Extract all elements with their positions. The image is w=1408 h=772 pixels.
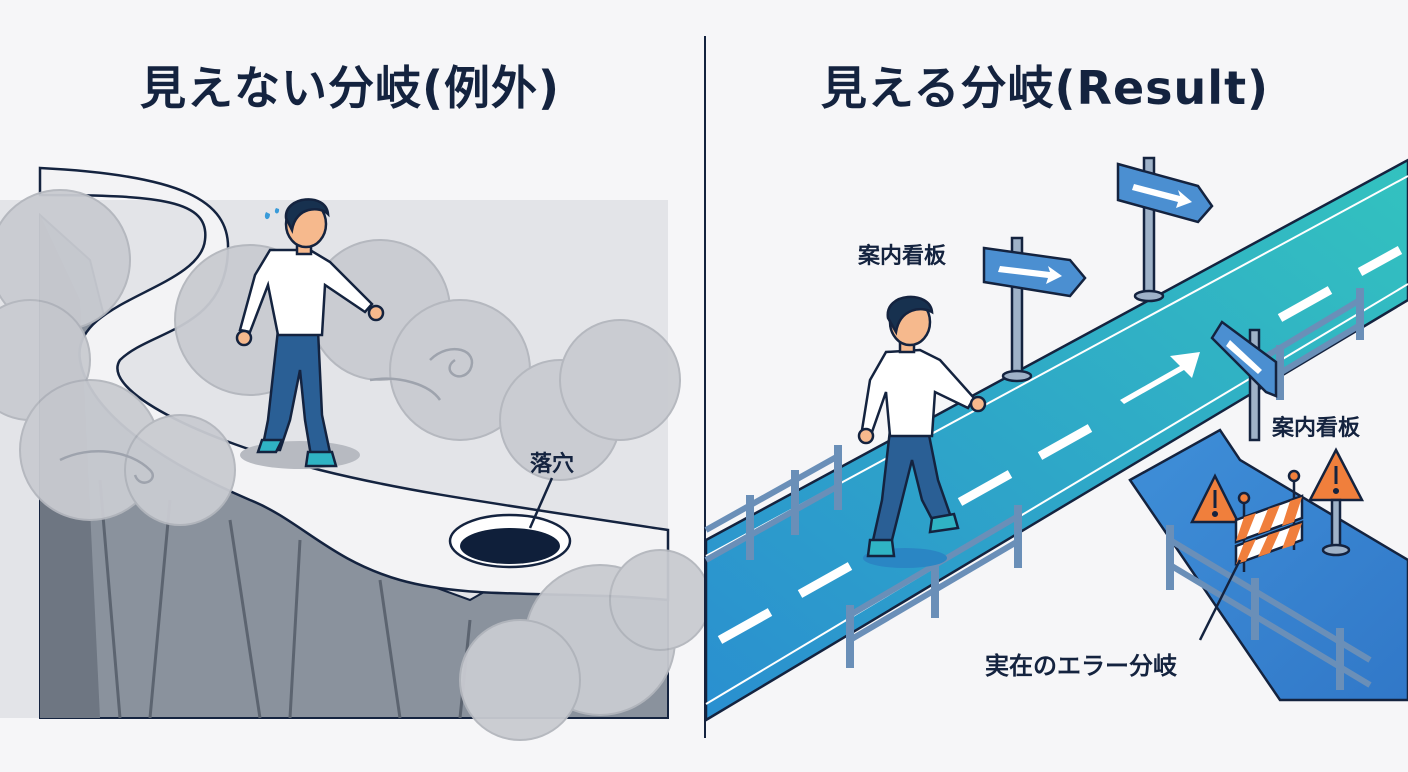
- road-edge-bottom: [705, 283, 1408, 705]
- fences: [704, 288, 1372, 690]
- wind-swirls: [59, 347, 474, 484]
- hole-label: 落穴: [530, 452, 575, 477]
- barricade: [1234, 469, 1304, 572]
- error-branch-label: 実在のエラー分岐: [985, 652, 1177, 680]
- warning-signs: [1189, 447, 1365, 557]
- main-road: [704, 158, 1408, 723]
- right-panel-title: 見える分岐(Result): [820, 61, 1270, 115]
- road-dashes: [717, 246, 1403, 644]
- hole-pointer: [528, 477, 554, 529]
- road-direction-arrow: [1120, 352, 1200, 404]
- hole: [460, 528, 560, 564]
- guide-signs: [982, 156, 1278, 442]
- sign-label-left: 案内看板: [858, 244, 947, 269]
- left-scene: [0, 166, 711, 741]
- person-confident: [857, 295, 987, 568]
- person-uncertain: [235, 198, 385, 469]
- right-scene: [704, 156, 1408, 723]
- left-panel-title: 見えない分岐(例外): [139, 61, 561, 115]
- sign-label-right: 案内看板: [1272, 416, 1361, 441]
- fog-clouds: [0, 189, 711, 741]
- error-pointer: [1198, 559, 1242, 641]
- cliff-cracks: [98, 479, 472, 719]
